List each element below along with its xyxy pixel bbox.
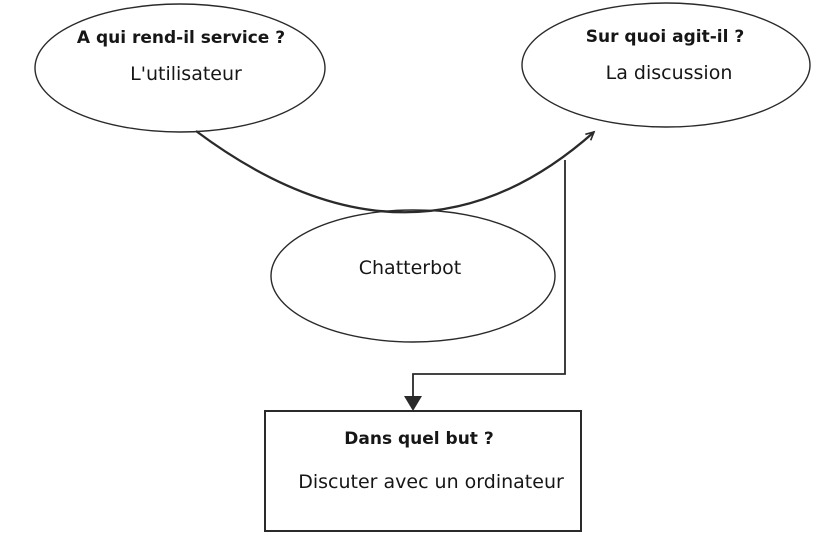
purpose-answer-label: Discuter avec un ordinateur xyxy=(298,471,564,493)
discussion-answer-label: La discussion xyxy=(605,62,733,84)
purpose-rectangle xyxy=(264,410,582,532)
discussion-question-label: Sur quoi agit-il ? xyxy=(585,27,745,47)
user-ellipse xyxy=(34,3,326,133)
chatterbot-label: Chatterbot xyxy=(358,257,462,279)
discussion-ellipse xyxy=(521,2,811,128)
purpose-question-label: Dans quel but ? xyxy=(344,429,494,449)
down-arrowhead-icon xyxy=(404,396,422,411)
user-question-label: A qui rend-il service ? xyxy=(76,28,286,48)
curved-arrow-connector xyxy=(195,130,596,214)
user-answer-label: L'utilisateur xyxy=(130,63,242,85)
elbow-connector xyxy=(412,160,566,397)
chatterbot-ellipse xyxy=(270,209,556,343)
